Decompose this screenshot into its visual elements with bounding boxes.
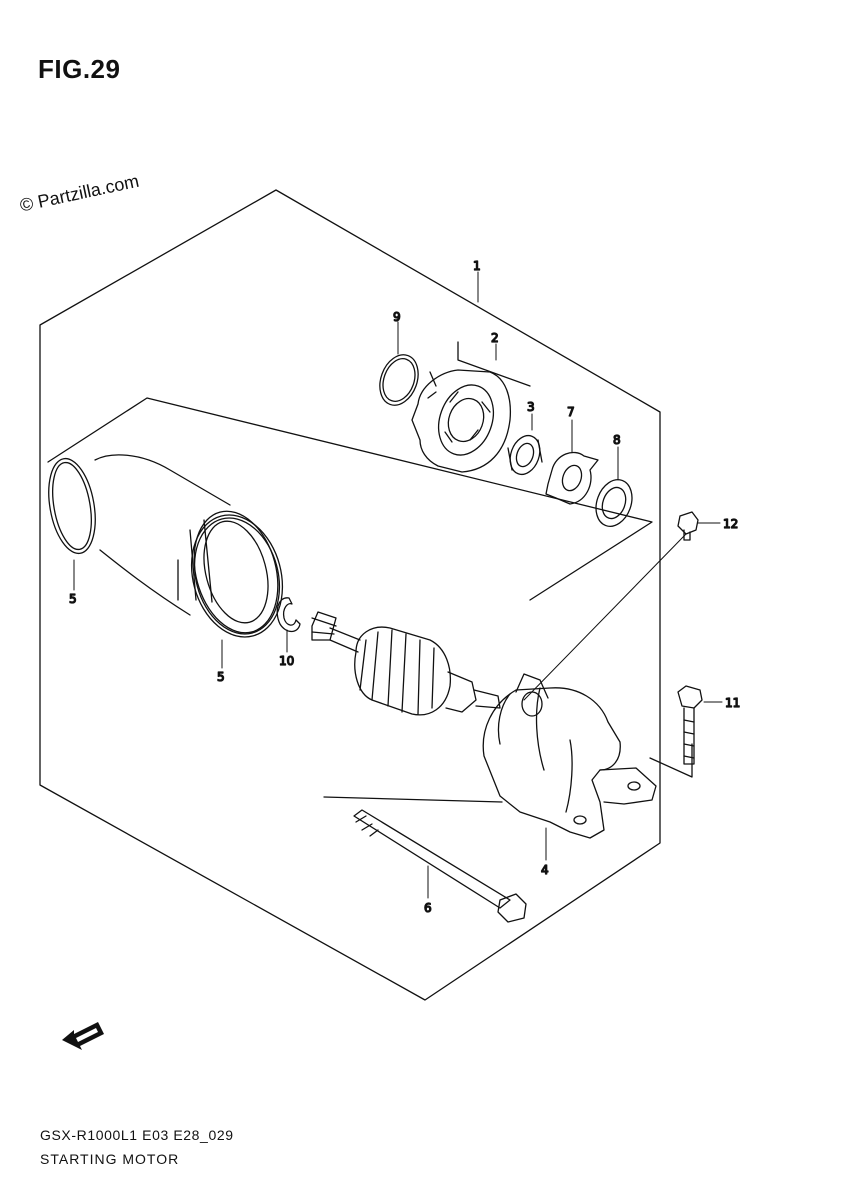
screw-part-12 (677, 511, 699, 541)
housing-group-bracket (323, 796, 503, 803)
callout-2: 2 (491, 331, 499, 345)
brush-cover-part-2 (411, 369, 512, 473)
callout-11: 11 (725, 696, 740, 710)
diagram-title: STARTING MOTOR (40, 1151, 180, 1167)
callout-8: 8 (613, 433, 621, 447)
diagram-code: GSX-R1000L1 E03 E28_029 (40, 1127, 234, 1143)
callout-9: 9 (393, 310, 401, 324)
o-ring-part-5 (190, 514, 284, 638)
assembly-outline (39, 189, 661, 1001)
callout-3: 3 (527, 400, 535, 414)
callout-6: 6 (424, 901, 432, 915)
callout-5-ring: 5 (217, 670, 225, 684)
armature-group-bracket (47, 397, 653, 601)
cover-group-bracket (457, 341, 531, 387)
callout-12: 12 (723, 517, 738, 531)
callout-7: 7 (567, 405, 575, 419)
callout-1: 1 (473, 259, 481, 273)
o-ring-part-9 (379, 354, 419, 406)
armature (311, 611, 501, 716)
end-housing-part-4 (482, 673, 657, 839)
callout-5-yoke: 5 (69, 592, 77, 606)
washer-part-8 (595, 479, 633, 527)
yoke-housing (48, 454, 279, 634)
bolt-part-11 (677, 685, 703, 765)
front-direction-arrow-icon (62, 1022, 104, 1050)
figure-label: FIG.29 (38, 54, 121, 84)
callout-4: 4 (541, 863, 549, 877)
callout-10: 10 (279, 654, 294, 668)
callout-leaders (73, 271, 723, 899)
circlip-part-10 (276, 597, 301, 633)
through-bolt-part-6 (353, 809, 527, 923)
bearing-part-3 (507, 434, 543, 476)
washer-part-7 (545, 451, 599, 505)
bolt-group-bracket (649, 743, 693, 778)
